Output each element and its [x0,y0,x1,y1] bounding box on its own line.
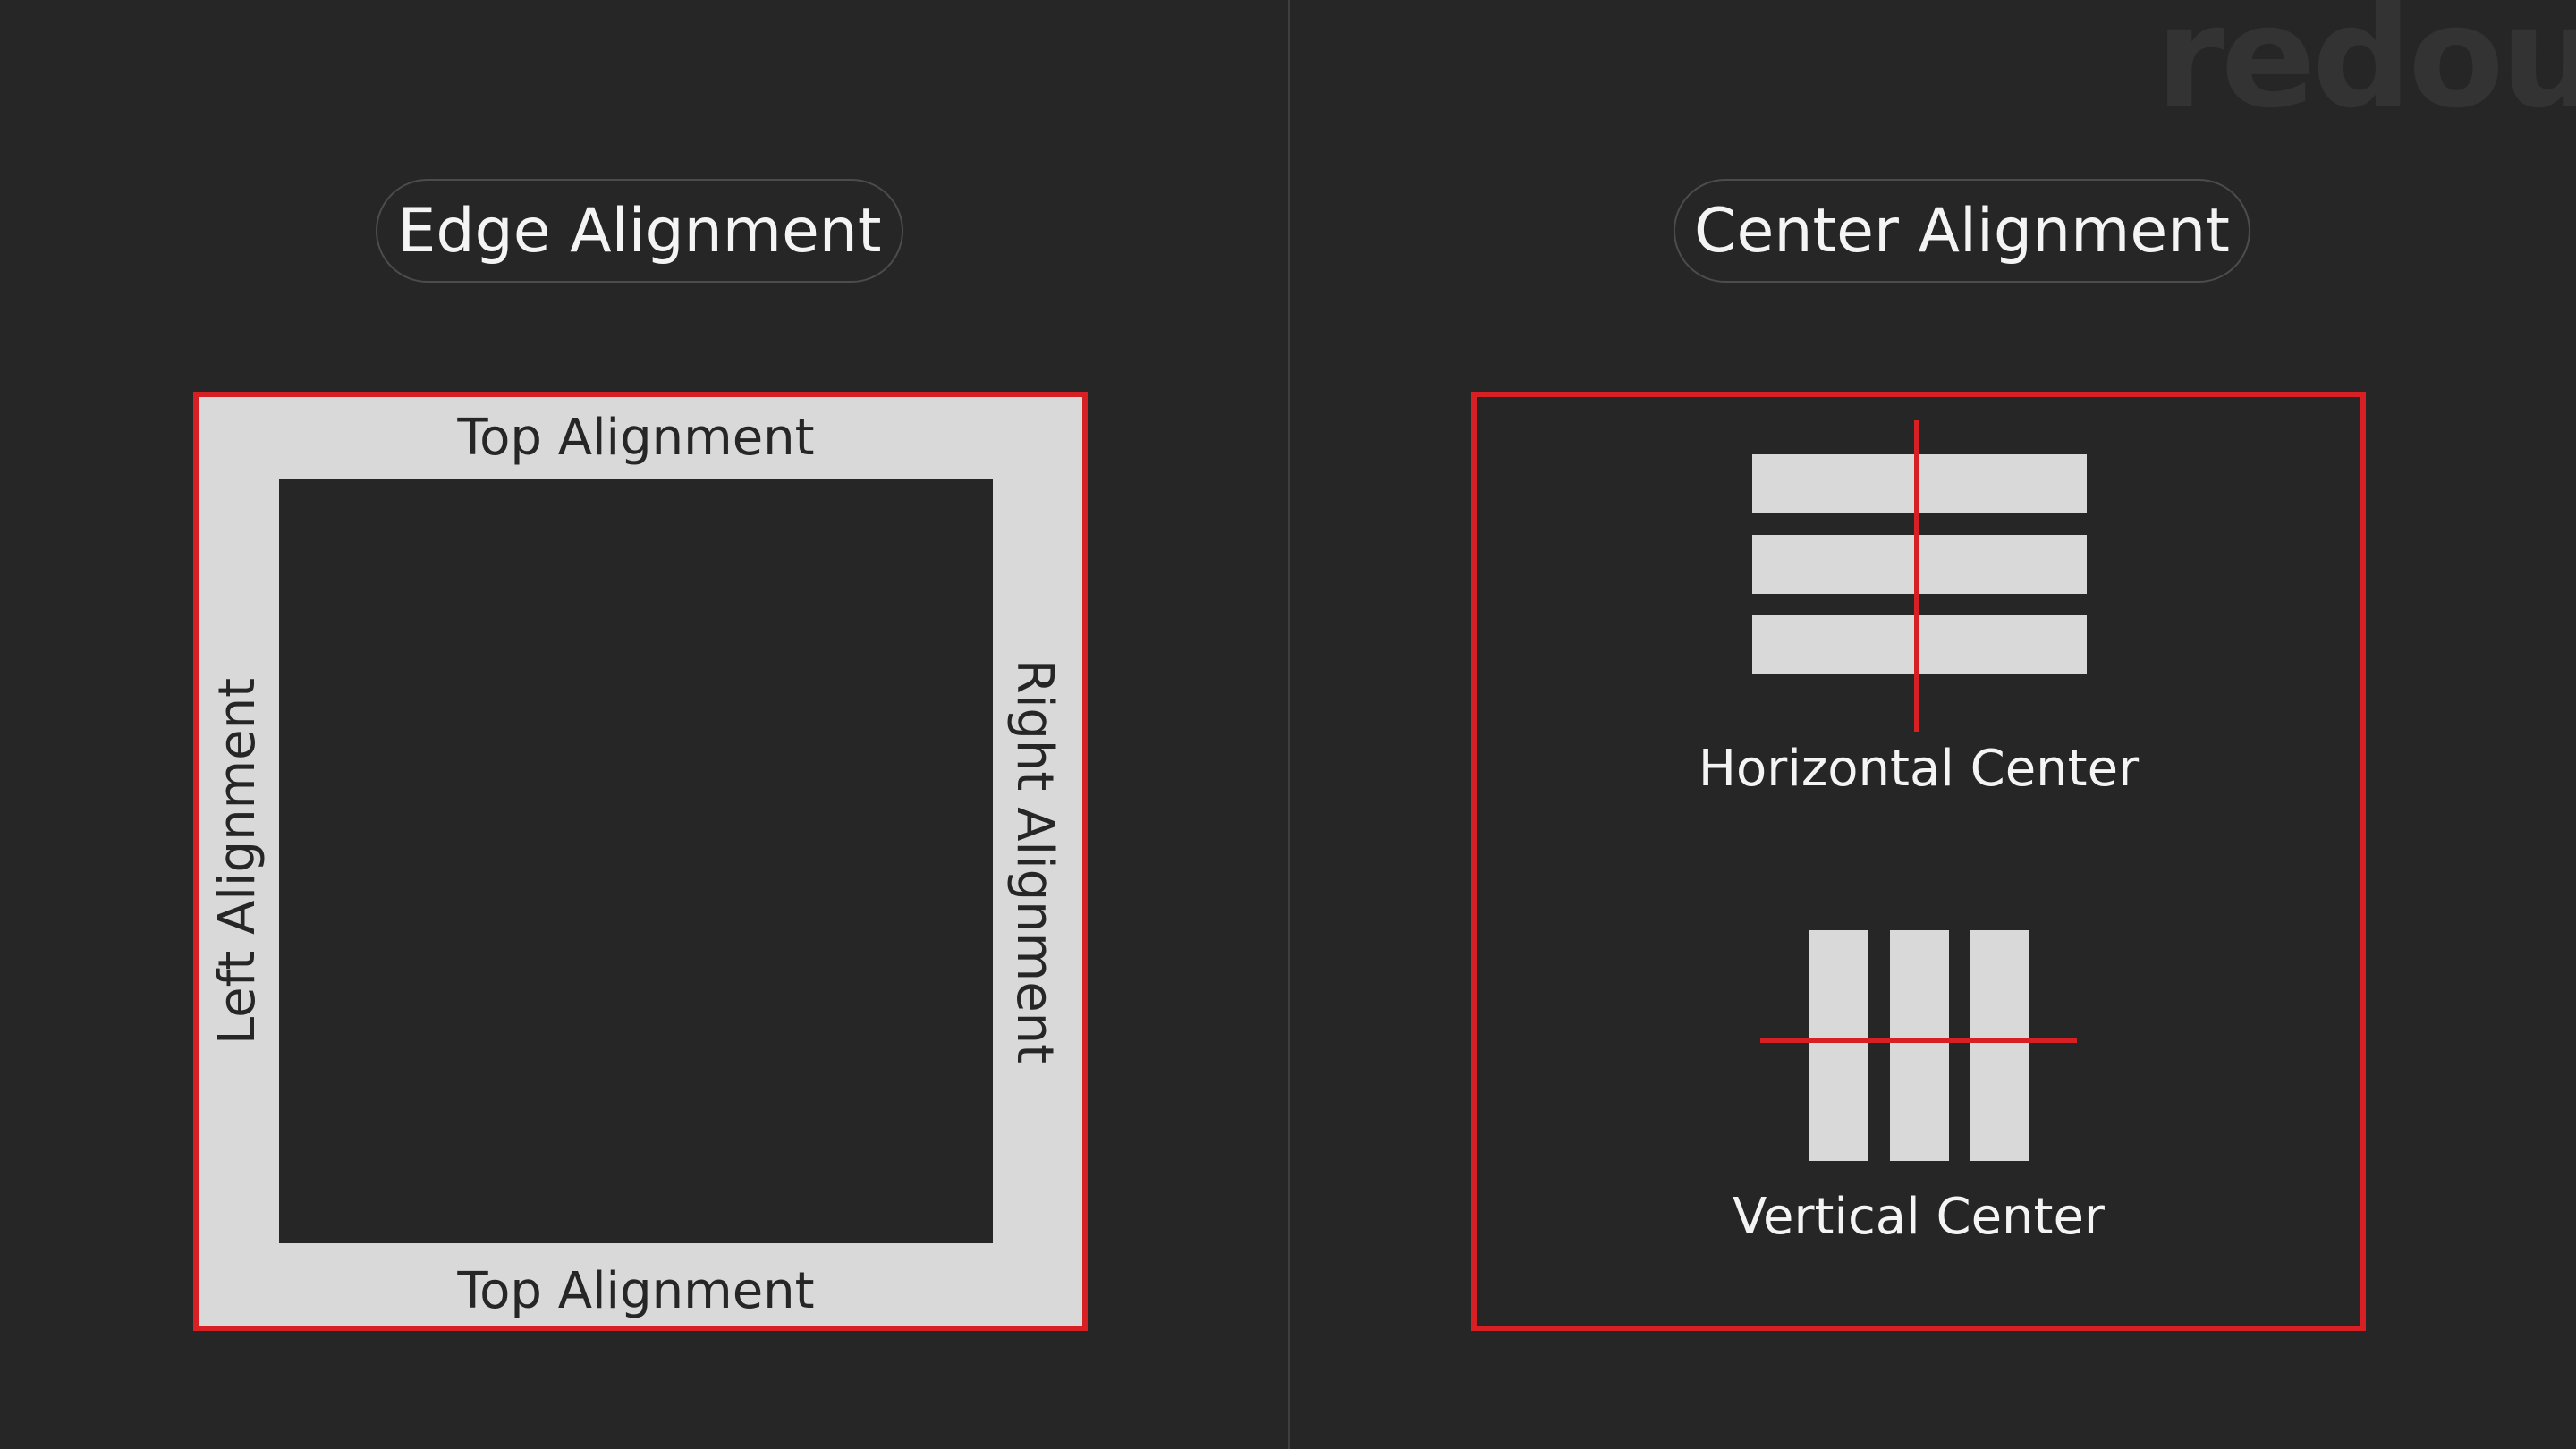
right-alignment-label: Right Alignment [1005,658,1063,1064]
horizontal-center-guide [1914,420,1919,732]
horizontal-bar-2 [1752,535,2087,594]
vertical-bar-3 [1970,930,2029,1161]
panel-divider [1288,0,1290,1449]
center-alignment-frame [1471,392,2366,1331]
horizontal-center-caption: Horizontal Center [1698,740,2140,798]
vertical-bar-2 [1890,930,1949,1161]
bottom-alignment-label: Top Alignment [279,1265,993,1318]
horizontal-bar-1 [1752,454,2087,513]
vertical-center-guide [1760,1038,2077,1043]
edge-inner-area [279,479,993,1243]
horizontal-bar-3 [1752,615,2087,674]
brand-watermark: redoui [2156,0,2576,139]
left-alignment-label: Left Alignment [208,677,267,1046]
top-alignment-text: Top Alignment [457,409,815,467]
top-alignment-label: Top Alignment [279,411,993,465]
edge-alignment-title: Edge Alignment [376,179,903,283]
vertical-center-caption: Vertical Center [1733,1188,2105,1246]
vertical-bar-1 [1809,930,1868,1161]
bottom-alignment-text: Top Alignment [457,1262,815,1320]
center-alignment-title: Center Alignment [1674,179,2250,283]
